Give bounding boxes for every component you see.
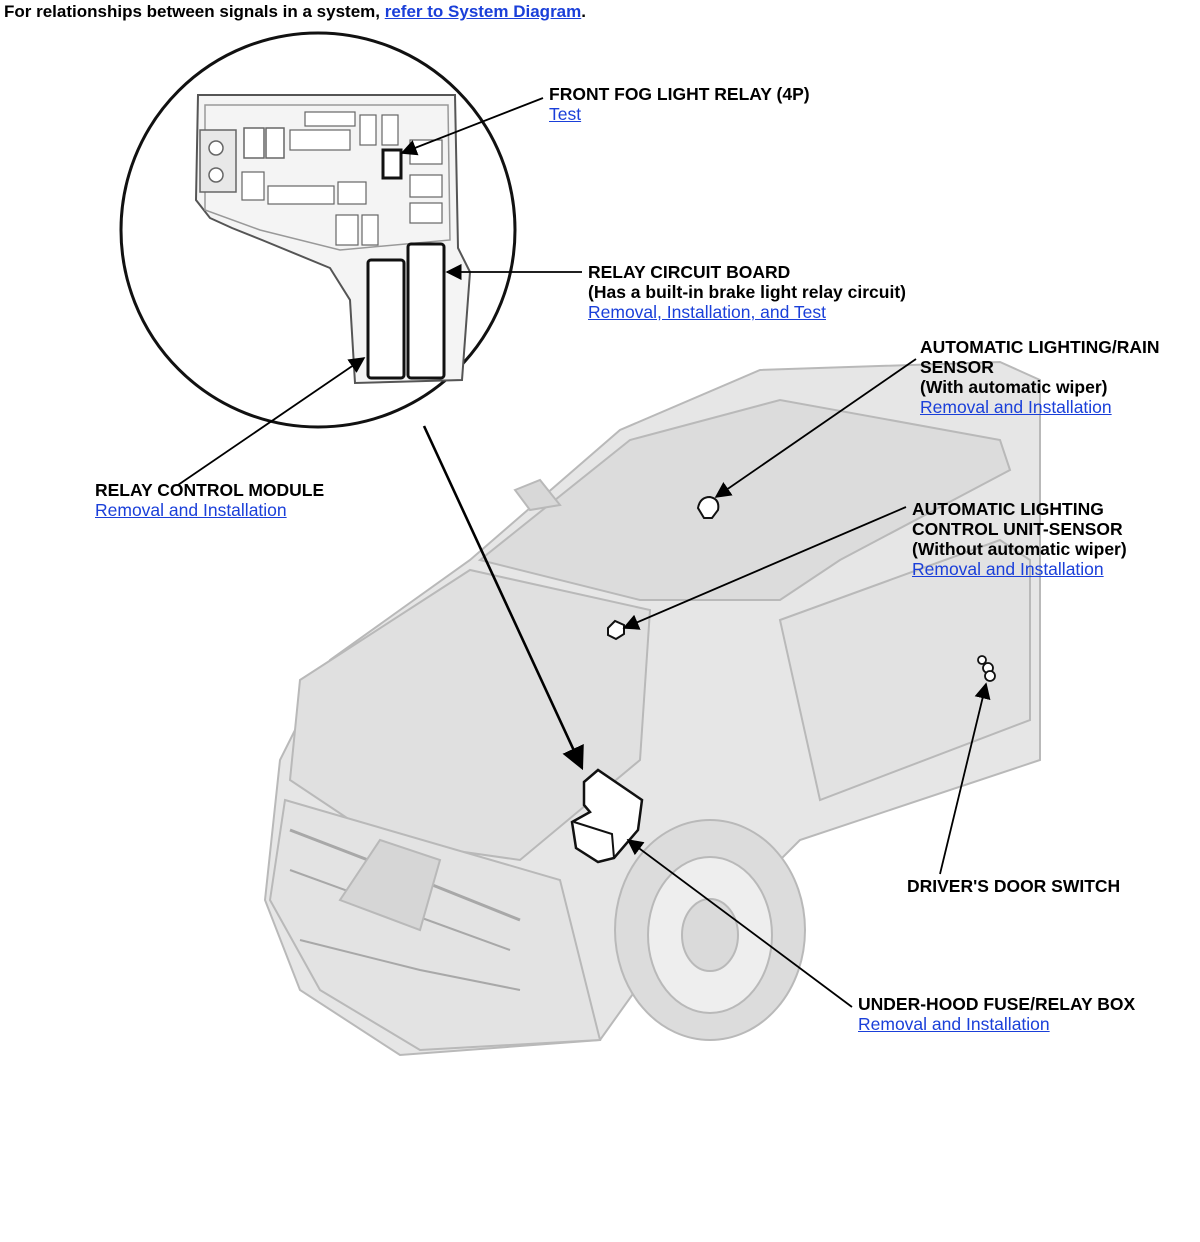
rain-sensor-icon <box>696 495 720 519</box>
vehicle-illustration <box>263 360 1041 1057</box>
fuse-box-callout: UNDER-HOOD FUSE/RELAY BOX Removal and In… <box>858 994 1135 1034</box>
fog-relay-callout: FRONT FOG LIGHT RELAY (4P) Test <box>549 84 810 124</box>
fuse-box-icon <box>570 768 644 864</box>
light-sensor-title-1: AUTOMATIC LIGHTING <box>912 499 1104 519</box>
light-sensor-title-2: CONTROL UNIT-SENSOR <box>912 519 1123 539</box>
magnified-fuse-box-view <box>119 31 517 429</box>
relay-board-title: RELAY CIRCUIT BOARD <box>588 262 791 282</box>
relay-module-link[interactable]: Removal and Installation <box>95 500 287 520</box>
system-diagram-link[interactable]: refer to System Diagram <box>384 2 582 21</box>
relay-board-note: (Has a built-in brake light relay circui… <box>588 282 906 302</box>
rain-sensor-title-2: SENSOR <box>920 357 994 377</box>
light-sensor-icon <box>607 619 625 641</box>
fog-relay-test-link[interactable]: Test <box>549 104 582 124</box>
relay-module-title: RELAY CONTROL MODULE <box>95 480 325 500</box>
relay-board-link[interactable]: Removal, Installation, and Test <box>588 302 827 322</box>
rain-sensor-note: (With automatic wiper) <box>920 377 1108 397</box>
relay-board-callout: RELAY CIRCUIT BOARD (Has a built-in brak… <box>588 262 906 322</box>
light-sensor-note: (Without automatic wiper) <box>912 539 1127 559</box>
fog-relay-title: FRONT FOG LIGHT RELAY (4P) <box>549 84 810 104</box>
relay-module-callout: RELAY CONTROL MODULE Removal and Install… <box>95 480 324 520</box>
intro-text: For relationships between signals in a s… <box>4 2 586 22</box>
light-sensor-link[interactable]: Removal and Installation <box>912 559 1104 579</box>
door-switch-icon <box>977 655 996 682</box>
fuse-box-link[interactable]: Removal and Installation <box>858 1014 1050 1034</box>
door-switch-title: DRIVER'S DOOR SWITCH <box>907 876 1121 896</box>
rain-sensor-callout: AUTOMATIC LIGHTING/RAIN SENSOR (With aut… <box>920 337 1159 417</box>
intro-sentence: For relationships between signals in a s… <box>4 2 385 21</box>
intro-period: . <box>581 2 586 21</box>
fuse-box-title: UNDER-HOOD FUSE/RELAY BOX <box>858 994 1136 1014</box>
leader-lines <box>177 97 991 1008</box>
rain-sensor-title-1: AUTOMATIC LIGHTING/RAIN <box>920 337 1160 357</box>
rain-sensor-link[interactable]: Removal and Installation <box>920 397 1112 417</box>
door-switch-callout: DRIVER'S DOOR SWITCH <box>907 876 1120 896</box>
light-sensor-callout: AUTOMATIC LIGHTING CONTROL UNIT-SENSOR (… <box>912 499 1127 579</box>
